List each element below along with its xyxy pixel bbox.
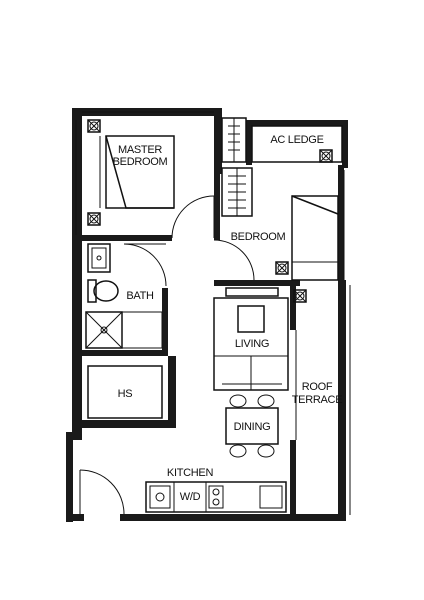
room-label-master-line2: BEDROOM <box>113 156 168 168</box>
main-door <box>79 469 125 515</box>
wardrobe-bedroom <box>221 167 253 217</box>
kitchen-counter <box>145 481 287 513</box>
room-label-living: LIVING <box>235 338 269 350</box>
ac-ledge-fan-icon <box>319 149 333 163</box>
ac-ledge-area <box>251 125 343 163</box>
wardrobe-master <box>221 117 247 163</box>
room-label-ac-ledge: AC LEDGE <box>270 134 323 146</box>
dining-table <box>225 394 279 458</box>
room-label-dining: DINING <box>234 421 271 433</box>
room-label-bath: BATH <box>126 290 154 302</box>
room-label-master-line1: MASTER <box>118 144 162 156</box>
hs-room-box <box>87 365 163 419</box>
bath-partition <box>121 311 163 349</box>
room-label-bedroom: BEDROOM <box>231 231 286 243</box>
kitchen-hob-icon <box>208 485 224 509</box>
bedroom-fan-icon <box>275 261 289 275</box>
bedroom-bed <box>291 195 339 281</box>
window-lines <box>75 111 351 515</box>
bath-door-swing <box>123 243 167 287</box>
master-bedroom-fan-icon-bottom <box>87 212 101 226</box>
living-sofa <box>213 297 289 391</box>
master-bedroom-fan-icon-top <box>87 119 101 133</box>
bath-sink <box>87 243 111 273</box>
master-door-swing <box>171 195 215 239</box>
room-label-roof-terrace-line2: TERRACE <box>292 394 342 406</box>
bath-toilet <box>87 279 119 303</box>
living-tv-console <box>225 287 279 297</box>
room-label-roof-terrace-line1: ROOF <box>302 381 333 393</box>
shower-icon <box>85 311 123 349</box>
master-bed <box>99 135 175 209</box>
bedroom-door-swing <box>213 239 255 281</box>
walls <box>66 108 348 522</box>
room-label-hs: HS <box>118 388 133 400</box>
roof-terrace-fan-icon <box>293 289 307 303</box>
appliance-label-wd: W/D <box>180 491 201 503</box>
room-label-kitchen: KITCHEN <box>167 467 214 479</box>
